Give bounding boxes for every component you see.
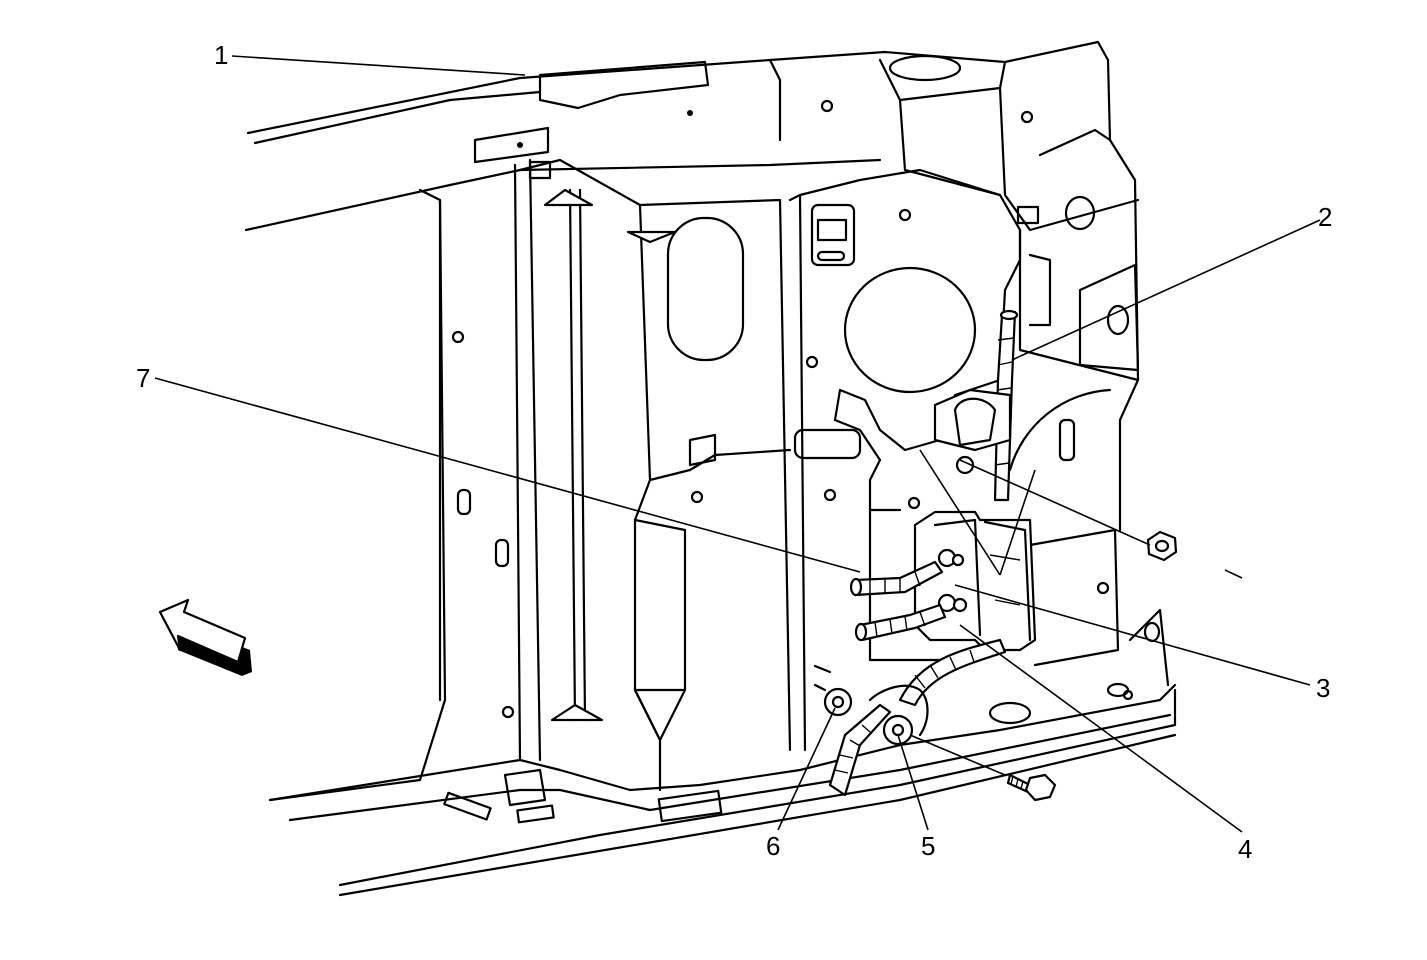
callout-6: 6: [766, 831, 780, 861]
nut-icon: [1146, 530, 1178, 562]
direction-arrow-icon: [158, 598, 252, 676]
bolt-icon: [1006, 773, 1057, 802]
callout-1: 1: [214, 40, 228, 70]
callout-5: 5: [921, 831, 935, 861]
callout-2: 2: [1318, 202, 1332, 232]
wiring-harness: [813, 309, 1037, 797]
callout-labels: 1 2 3 4 5 6 7: [136, 40, 1332, 864]
leader-lines: [154, 55, 1321, 833]
callout-7: 7: [136, 363, 150, 393]
callout-4: 4: [1238, 834, 1252, 864]
body-panel: [244, 40, 1177, 897]
callout-3: 3: [1316, 673, 1330, 703]
